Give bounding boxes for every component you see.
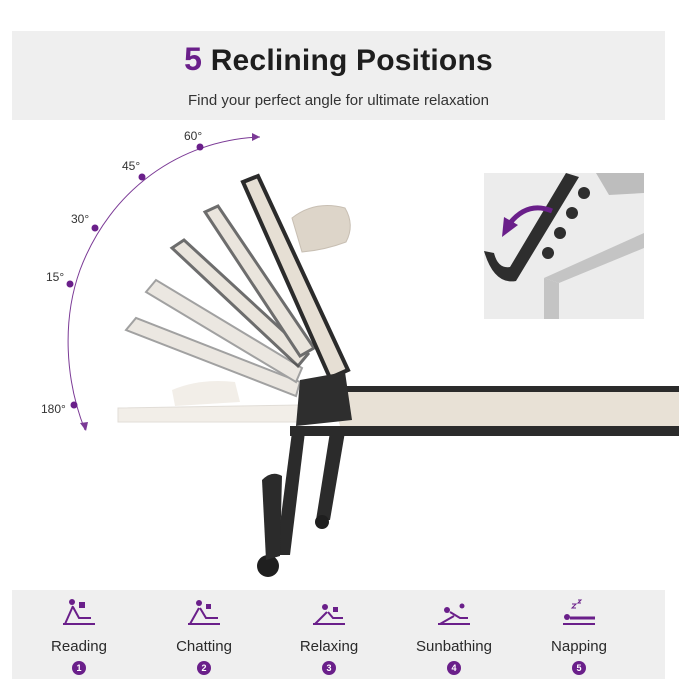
position-chatting: Chatting 2 xyxy=(149,590,259,679)
relaxing-icon xyxy=(313,604,345,625)
angle-label-60: 60° xyxy=(184,129,203,143)
angle-dot-45 xyxy=(138,173,146,181)
position-label: Relaxing xyxy=(299,638,359,655)
ghost-backrest-30 xyxy=(144,278,304,384)
front-leg xyxy=(276,432,305,555)
position-number-badge: 1 xyxy=(72,661,86,675)
seat-frame xyxy=(290,426,679,436)
position-reading: Reading 1 xyxy=(24,590,134,679)
napping-icon xyxy=(563,599,595,625)
lounge-chair-illustration xyxy=(66,133,679,577)
title-number: 5 xyxy=(184,41,203,77)
header-panel: 5 Reclining Positions Find your perfect … xyxy=(12,31,665,120)
wheel-bracket xyxy=(262,473,282,560)
position-label: Reading xyxy=(51,638,107,655)
angle-label-15: 15° xyxy=(46,270,65,284)
position-relaxing: Relaxing 3 xyxy=(274,590,384,679)
angle-dot-180 xyxy=(70,401,78,409)
position-label: Chatting xyxy=(176,638,232,655)
position-label: Sunbathing xyxy=(416,638,492,655)
ghost-backrest-180 xyxy=(117,404,301,423)
rear-leg xyxy=(316,432,345,520)
arc-arrow-top xyxy=(252,133,260,141)
position-sunbathing: Sunbathing 4 xyxy=(399,590,509,679)
ghost-pillow-180 xyxy=(172,381,240,406)
ghost-backrest-60 xyxy=(202,204,317,359)
position-number-badge: 5 xyxy=(572,661,586,675)
ratchet-closeup-image xyxy=(484,173,644,319)
page-subtitle: Find your perfect angle for ultimate rel… xyxy=(188,92,489,109)
title-text: Reclining Positions xyxy=(210,44,493,77)
ratchet xyxy=(296,372,352,426)
reading-icon xyxy=(63,599,95,625)
position-number-badge: 4 xyxy=(447,661,461,675)
wheel-front xyxy=(257,555,279,577)
angle-arc xyxy=(67,136,261,431)
angle-dot-60 xyxy=(196,143,204,151)
rotate-arrow-icon xyxy=(508,205,553,225)
seat-fabric xyxy=(330,388,679,426)
backrest xyxy=(240,173,351,381)
sunbathing-icon xyxy=(438,603,470,625)
positions-panel: Reading 1 Chatting 2 Relaxing 3 xyxy=(12,590,665,679)
ratchet-closeup-inset xyxy=(484,173,644,319)
chatting-icon xyxy=(188,600,220,625)
position-number-badge: 3 xyxy=(322,661,336,675)
arc-arrow-bottom xyxy=(80,422,88,431)
wheel-rear xyxy=(315,515,329,529)
seat-rail xyxy=(330,386,679,392)
angle-label-180: 180° xyxy=(41,402,66,416)
position-napping: Napping 5 xyxy=(524,590,634,679)
angle-dot-30 xyxy=(91,224,99,232)
position-number-badge: 2 xyxy=(197,661,211,675)
headrest-pillow xyxy=(291,205,351,253)
ghost-backrest-45 xyxy=(169,238,311,369)
page-title: 5 Reclining Positions xyxy=(12,41,665,78)
angle-label-30: 30° xyxy=(71,212,90,226)
angle-dot-15 xyxy=(66,280,74,288)
position-label: Napping xyxy=(551,638,607,655)
angle-label-45: 45° xyxy=(122,159,141,173)
